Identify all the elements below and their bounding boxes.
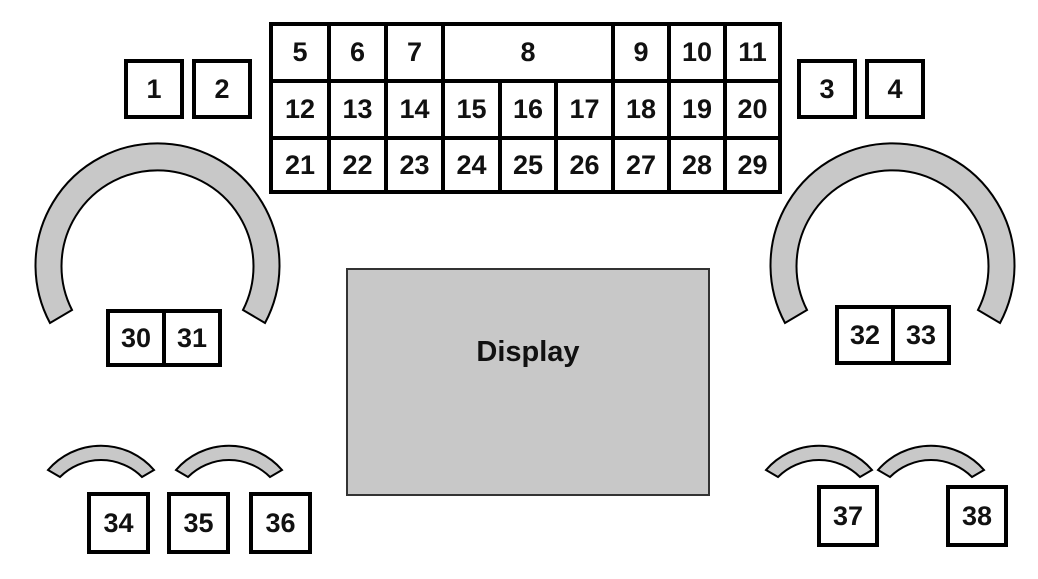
small-arc-2 — [174, 444, 284, 479]
fuse-16: 16 — [512, 94, 544, 124]
fuse-35: 35 — [167, 492, 230, 554]
fuse-5: 5 — [292, 37, 308, 67]
left-gauge-arc — [34, 142, 281, 325]
fuse-30: 30 — [106, 309, 166, 367]
fuse-4: 4 — [865, 59, 925, 119]
fuse-36: 36 — [249, 492, 312, 554]
fuse-12: 12 — [284, 94, 316, 124]
fuse-27: 27 — [625, 149, 657, 180]
display-panel: Display — [346, 268, 710, 496]
fuse-23: 23 — [399, 149, 430, 180]
grid-col-divider-1 — [327, 26, 331, 190]
display-label: Display — [476, 336, 580, 368]
fuse-20: 20 — [737, 94, 768, 124]
grid-row-divider-1 — [273, 79, 778, 83]
fuse-13: 13 — [342, 94, 373, 124]
fuse-15: 15 — [456, 94, 487, 124]
grid-col-divider-7 — [667, 26, 671, 190]
grid-col-divider-2 — [384, 26, 388, 190]
fuse-28: 28 — [681, 149, 713, 180]
fuse-29: 29 — [737, 149, 768, 180]
grid-col-divider-3 — [441, 26, 445, 190]
fuse-34: 34 — [87, 492, 150, 554]
fuse-21: 21 — [284, 149, 316, 180]
fuse-24: 24 — [456, 149, 487, 180]
grid-col-divider-4 — [498, 79, 502, 190]
small-arc-3 — [764, 444, 874, 479]
fuse-38: 38 — [946, 485, 1008, 547]
fuse-17: 17 — [569, 94, 600, 124]
small-arc-4 — [876, 444, 986, 479]
fuse-22: 22 — [342, 149, 373, 180]
fuse-1: 1 — [124, 59, 184, 119]
fuse-3: 3 — [797, 59, 857, 119]
fuse-37: 37 — [817, 485, 879, 547]
right-gauge-arc — [769, 142, 1016, 325]
fuse-32: 32 — [835, 305, 895, 365]
fuse-9: 9 — [633, 37, 649, 67]
fuse-18: 18 — [625, 94, 657, 124]
fuse-11: 11 — [738, 37, 767, 67]
grid-row-divider-2 — [273, 136, 778, 140]
small-arc-1 — [46, 444, 156, 479]
fuse-33: 33 — [891, 305, 951, 365]
grid-col-divider-6 — [611, 26, 615, 190]
fuse-8: 8 — [520, 37, 536, 67]
fuse-26: 26 — [569, 149, 600, 180]
fuse-25: 25 — [512, 149, 544, 180]
fuse-2: 2 — [192, 59, 252, 119]
grid-col-divider-5 — [554, 79, 558, 190]
grid-col-divider-8 — [723, 26, 727, 190]
fuse-19: 19 — [681, 94, 713, 124]
fuse-10: 10 — [681, 37, 713, 67]
fuse-7: 7 — [406, 37, 423, 67]
fuse-6: 6 — [349, 37, 366, 67]
fuse-14: 14 — [399, 94, 430, 124]
fuse-31: 31 — [162, 309, 222, 367]
fuse-grid: 5 6 7 8 9 10 11 12 13 14 15 16 17 18 19 … — [269, 22, 782, 194]
